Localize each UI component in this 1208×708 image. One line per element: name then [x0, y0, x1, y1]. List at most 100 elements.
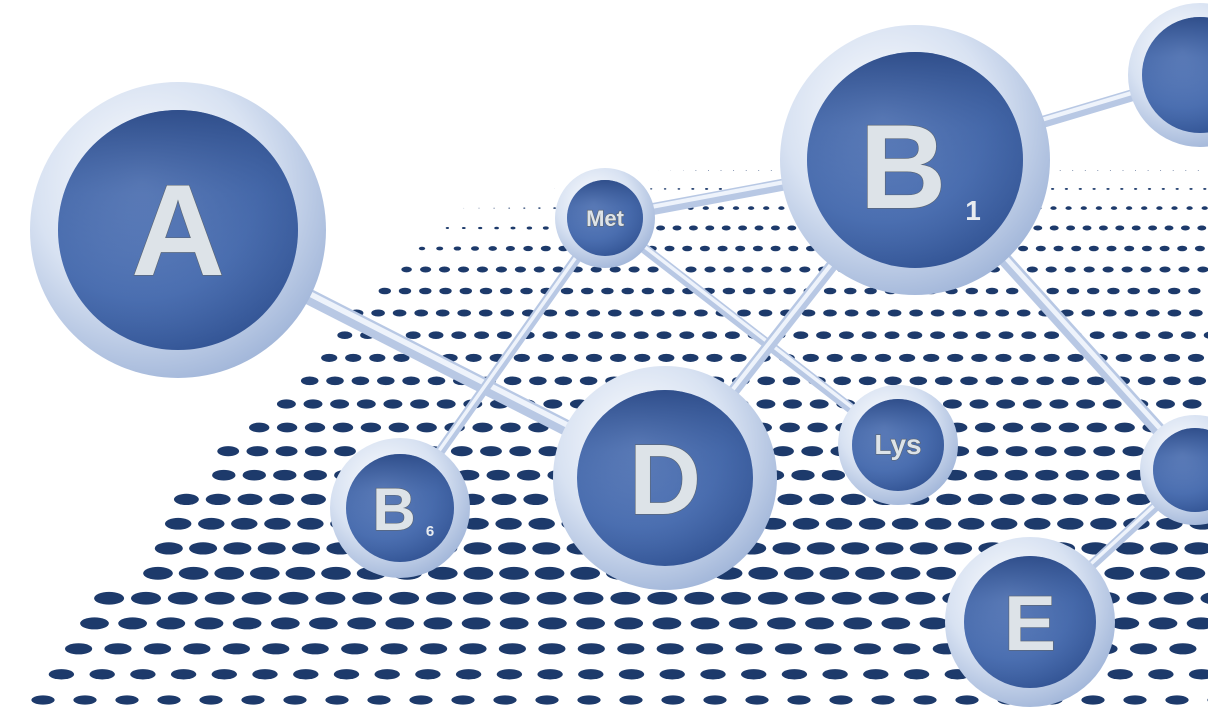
halftone-dot: [647, 591, 678, 605]
halftone-dot: [199, 695, 223, 705]
halftone-dot: [614, 617, 644, 630]
halftone-dot: [887, 309, 902, 317]
halftone-dot: [80, 617, 109, 630]
halftone-dot: [919, 617, 949, 630]
halftone-dot: [799, 266, 811, 273]
halftone-dot: [1148, 669, 1174, 680]
halftone-dot: [1106, 187, 1110, 190]
halftone-dot: [647, 266, 659, 273]
halftone-dot: [496, 331, 512, 340]
halftone-dot: [577, 695, 601, 705]
halftone-dot: [781, 669, 808, 680]
halftone-dot: [232, 617, 262, 630]
node-b6: B 6: [330, 438, 470, 578]
halftone-dot: [801, 446, 824, 457]
halftone-dot: [942, 399, 962, 409]
halftone-dot: [1031, 493, 1057, 506]
halftone-dot: [1167, 309, 1182, 317]
halftone-dot: [1087, 376, 1105, 386]
halftone-dot: [264, 517, 291, 530]
halftone-dot: [249, 566, 280, 580]
halftone-dot: [1189, 309, 1203, 317]
halftone-dot: [291, 542, 321, 555]
halftone-dot: [656, 225, 666, 231]
halftone-dot: [304, 422, 326, 433]
halftone-dot: [788, 245, 799, 252]
halftone-dot: [303, 399, 323, 409]
halftone-dot: [529, 376, 547, 386]
halftone-dot: [957, 517, 985, 530]
halftone-dot: [514, 266, 526, 273]
halftone-dot: [821, 469, 846, 481]
halftone-dot: [717, 245, 728, 252]
halftone-dot: [767, 617, 796, 630]
halftone-dot: [801, 309, 816, 317]
halftone-dot: [1045, 266, 1057, 273]
halftone-dot: [500, 422, 521, 433]
halftone-dot: [907, 331, 923, 340]
halftone-dot: [1197, 170, 1199, 172]
halftone-dot: [969, 399, 989, 409]
halftone-dot: [735, 643, 763, 655]
halftone-dot: [436, 399, 456, 409]
halftone-dot: [1161, 187, 1165, 190]
halftone-dot: [285, 566, 316, 580]
halftone-dot: [601, 287, 614, 295]
halftone-dot: [794, 591, 825, 605]
halftone-dot: [826, 353, 843, 362]
halftone-dot: [996, 399, 1016, 409]
halftone-dot: [1126, 591, 1157, 605]
halftone-dot: [538, 446, 561, 457]
halftone-dot: [1163, 376, 1181, 386]
halftone-dot: [252, 669, 278, 680]
node-e: E: [945, 537, 1115, 707]
halftone-dot: [758, 309, 773, 317]
halftone-dot: [495, 266, 507, 273]
halftone-dot: [1102, 309, 1117, 317]
halftone-dot: [844, 287, 857, 295]
halftone-dot: [309, 617, 338, 630]
halftone-dot: [664, 245, 675, 252]
halftone-dot: [553, 207, 557, 209]
halftone-dot: [1098, 225, 1108, 231]
halftone-dot: [752, 245, 763, 252]
halftone-dot: [275, 446, 298, 457]
halftone-dot: [405, 331, 421, 340]
halftone-dot: [73, 695, 97, 705]
node-b6-subscript: 6: [426, 523, 434, 540]
halftone-dot: [679, 331, 695, 340]
halftone-dot: [415, 669, 441, 680]
halftone-dot: [617, 643, 645, 655]
halftone-dot: [455, 669, 482, 680]
halftone-dot: [610, 591, 641, 605]
halftone-dot: [641, 287, 655, 295]
halftone-dot: [409, 695, 433, 705]
halftone-dot: [995, 309, 1010, 317]
halftone-dot: [947, 353, 964, 362]
halftone-dot: [321, 566, 351, 580]
halftone-dot: [495, 517, 522, 530]
halftone-dot: [410, 399, 430, 409]
halftone-dot: [1124, 309, 1139, 317]
halftone-dot: [777, 493, 803, 506]
halftone-dot: [952, 331, 968, 340]
halftone-dot: [388, 422, 409, 433]
halftone-dot: [1156, 399, 1175, 409]
halftone-dot: [131, 591, 161, 605]
halftone-dot: [476, 266, 488, 273]
halftone-dot: [913, 695, 937, 705]
halftone-dot: [48, 669, 75, 680]
node-lys-label: Lys: [874, 429, 921, 460]
halftone-dot: [554, 376, 573, 386]
halftone-dot: [706, 353, 723, 362]
halftone-dot: [1186, 617, 1208, 630]
halftone-dot: [890, 566, 921, 580]
halftone-dot: [702, 206, 709, 210]
halftone-dot: [838, 331, 854, 340]
halftone-dot: [1053, 245, 1064, 252]
halftone-dot: [478, 207, 480, 209]
halftone-dot: [874, 353, 892, 362]
halftone-dot: [1131, 225, 1141, 231]
halftone-dot: [341, 643, 369, 655]
